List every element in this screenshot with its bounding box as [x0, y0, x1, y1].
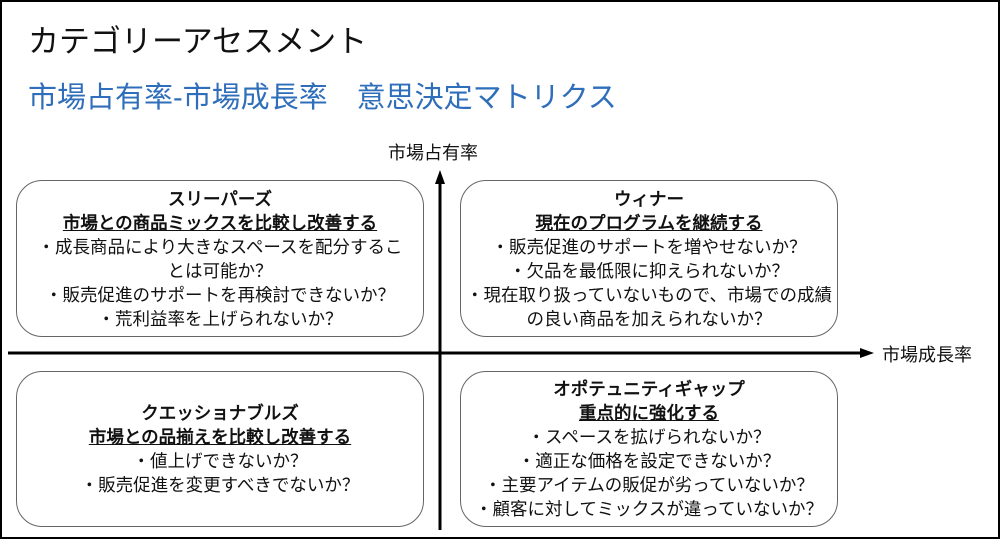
quadrant-sleepers: スリーパーズ 市場との商品ミックスを比較し改善する ・成長商品により大きなスペー… — [16, 180, 424, 337]
quadrant-item: ・荒利益率を上げられないか？ — [97, 308, 343, 329]
x-axis-label: 市場成長率 — [882, 345, 972, 365]
quadrant-item: ・販売促進のサポートを再検討できないか？ — [45, 284, 395, 305]
slide-title: カテゴリーアセスメント — [28, 24, 368, 59]
quadrant-item: ・主要アイテムの販促が劣っていないか？ — [484, 475, 814, 495]
quadrant-item: ・適正な価格を設定できないか？ — [517, 451, 781, 471]
quadrant-item: ・販売促進のサポートを増やせないか？ — [491, 236, 807, 257]
quadrant-name: クエッショナブルズ — [141, 403, 299, 423]
y-axis-arrowhead — [435, 170, 445, 184]
quadrant-questionables: クエッショナブルズ 市場との品揃えを比較し改善する ・値上げできないか？ ・販売… — [16, 371, 424, 527]
quadrant-winners: ウィナー 現在のプログラムを継続する ・販売促進のサポートを増やせないか？ ・欠… — [460, 180, 838, 337]
quadrant-name: スリーパーズ — [168, 188, 272, 209]
quadrant-item: の良い商品を加えられないか？ — [526, 308, 772, 329]
quadrant-opportunity-gap: オポテュニティギャップ 重点的に強化する ・スペースを拡げられないか？ ・適正な… — [460, 371, 838, 527]
quadrant-action: 重点的に強化する — [579, 403, 719, 423]
quadrant-item: ・現在取り扱っていないもので、市場での成績 — [466, 284, 832, 305]
quadrant-action: 市場との品揃えを比較し改善する — [88, 427, 352, 447]
y-axis-label: 市場占有率 — [388, 143, 478, 163]
quadrant-item: ・顧客に対してミックスが違っていないか？ — [474, 499, 824, 519]
quadrant-name: ウィナー — [614, 188, 684, 209]
quadrant-item: とは可能か？ — [167, 260, 273, 281]
quadrant-action: 市場との商品ミックスを比較し改善する — [62, 212, 378, 233]
quadrant-action: 現在のプログラムを継続する — [535, 212, 763, 233]
quadrant-name: オポテュニティギャップ — [553, 379, 745, 399]
quadrant-item: ・欠品を最低限に抑えられないか？ — [509, 260, 789, 281]
quadrant-item: ・値上げできないか？ — [132, 451, 308, 471]
x-axis-arrowhead — [860, 348, 874, 358]
quadrant-item: ・販売促進を変更すべきでないか？ — [80, 475, 360, 495]
quadrant-item: ・スペースを拡げられないか？ — [527, 427, 771, 447]
quadrant-item: ・成長商品により大きなスペースを配分するこ — [37, 236, 403, 257]
slide-subtitle: 市場占有率-市場成長率 意思決定マトリクス — [28, 82, 617, 114]
